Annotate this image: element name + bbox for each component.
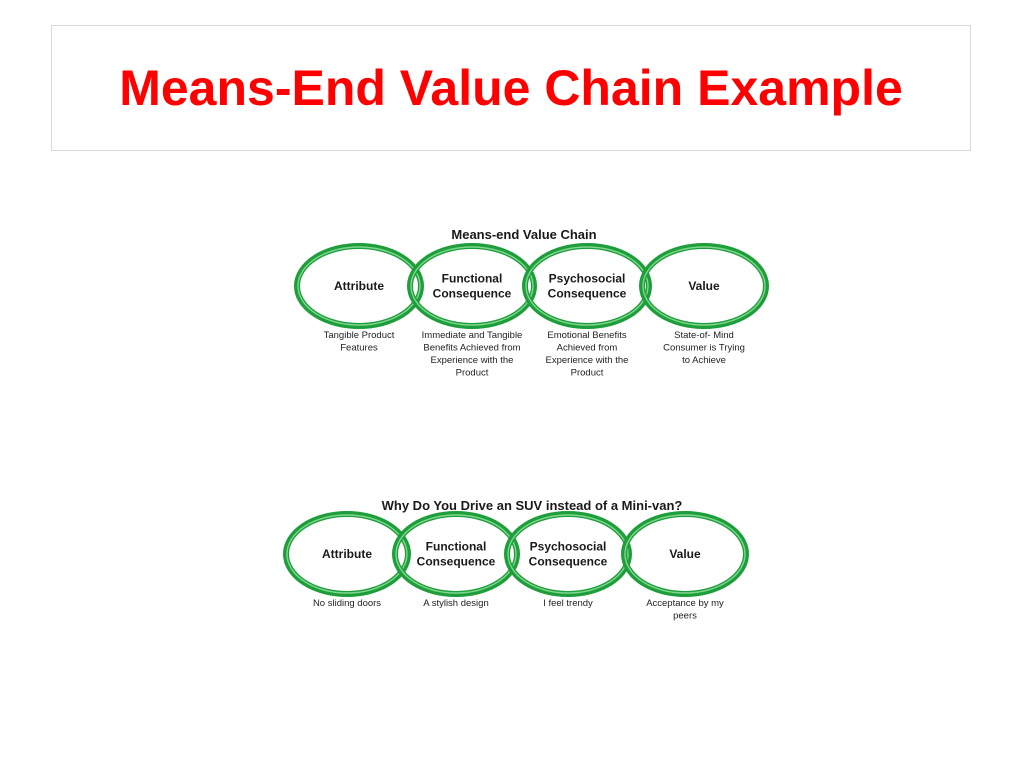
node-description: No sliding doors	[313, 598, 381, 609]
diagram-2: Why Do You Drive an SUV instead of a Min…	[283, 498, 749, 622]
chain-ring-highlight	[507, 514, 629, 594]
node-label: Psychosocial	[549, 272, 626, 286]
chain-ring-highlight	[642, 246, 766, 326]
slide-title: Means-End Value Chain Example	[119, 60, 903, 116]
node-description: Consumer is Trying	[663, 343, 745, 354]
node-label: Consequence	[417, 555, 496, 569]
chain-ring	[621, 511, 749, 597]
node-label: Attribute	[334, 279, 384, 293]
node-description: A stylish design	[423, 598, 488, 609]
node-label: Value	[688, 279, 720, 293]
node-description: Immediate and Tangible	[422, 330, 523, 341]
node-label: Functional	[426, 540, 487, 554]
node-description: Experience with the	[546, 355, 629, 366]
chain-node: Attribute No sliding doors	[283, 511, 411, 609]
node-label: Consequence	[433, 287, 512, 301]
node-label: Psychosocial	[530, 540, 607, 554]
chain-ring	[639, 243, 769, 329]
chain-ring	[504, 511, 632, 597]
node-description: to Achieve	[682, 355, 726, 366]
node-description: Benefits Achieved from	[423, 343, 520, 354]
node-label: Consequence	[548, 287, 627, 301]
node-description: Achieved from	[557, 343, 618, 354]
node-description: Emotional Benefits	[547, 330, 626, 341]
chain-ring-highlight	[624, 514, 746, 594]
node-description: Acceptance by my	[646, 598, 724, 609]
node-label: Functional	[442, 272, 503, 286]
chain-ring-highlight	[395, 514, 517, 594]
node-label: Value	[669, 547, 701, 561]
node-description: Experience with the	[431, 355, 514, 366]
chain-ring	[283, 511, 411, 597]
chain-ring	[522, 243, 652, 329]
diagram-title: Why Do You Drive an SUV instead of a Min…	[382, 498, 683, 513]
node-description: Product	[456, 368, 489, 379]
chain-ring	[407, 243, 537, 329]
node-label: Attribute	[322, 547, 372, 561]
chain-ring	[392, 511, 520, 597]
chain-ring-highlight	[410, 246, 534, 326]
node-description: Tangible Product	[324, 330, 395, 341]
node-description: State-of- Mind	[674, 330, 734, 341]
slide-title-box: Means-End Value Chain Example	[51, 25, 971, 151]
diagram-title: Means-end Value Chain	[451, 227, 596, 242]
node-description: peers	[673, 611, 697, 622]
node-description: I feel trendy	[543, 598, 593, 609]
chain-ring-highlight	[286, 514, 408, 594]
chain-ring	[294, 243, 424, 329]
chain-ring-highlight	[525, 246, 649, 326]
chain-ring-highlight	[297, 246, 421, 326]
node-description: Features	[340, 343, 378, 354]
node-description: Product	[571, 368, 604, 379]
node-label: Consequence	[529, 555, 608, 569]
